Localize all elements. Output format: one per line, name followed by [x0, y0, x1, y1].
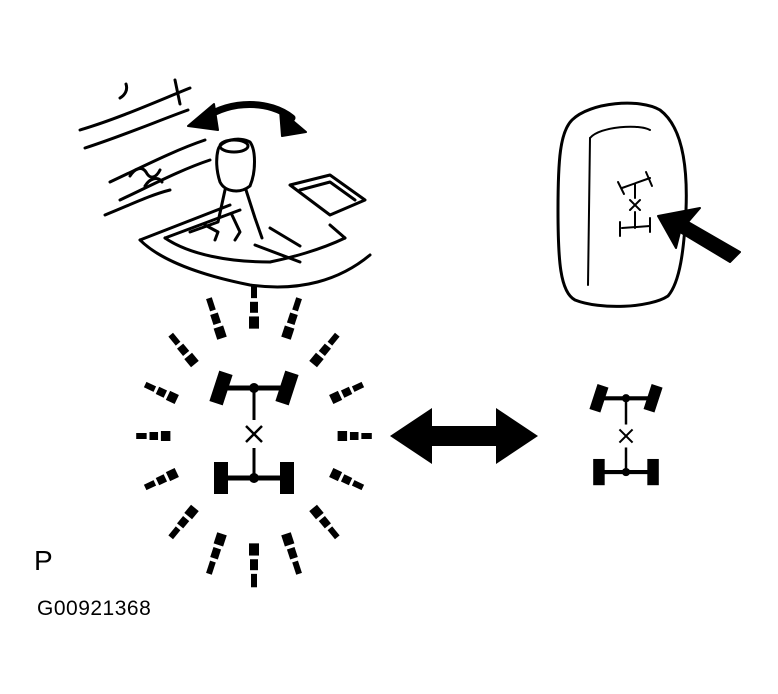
steady-4wd-indicator-icon [589, 384, 663, 486]
4wd-indicator-panel-icon [556, 101, 741, 308]
blink-ray [143, 467, 179, 491]
blink-ray [143, 381, 179, 405]
vehicle-drivetrain-symbol-steady [589, 384, 663, 486]
vehicle-drivetrain-symbol-blinking [209, 370, 299, 494]
blink-rays [136, 284, 372, 588]
blink-ray [281, 297, 302, 340]
blink-ray [309, 332, 340, 368]
blink-ray [206, 532, 227, 575]
blink-ray [329, 467, 365, 491]
blink-ray [329, 381, 365, 405]
position-label: P [34, 545, 53, 576]
double-arrow-icon [390, 408, 538, 464]
blink-ray [168, 504, 199, 540]
transfer-shift-lever-icon [78, 78, 372, 289]
figure-code: G00921368 [37, 597, 152, 620]
blinking-4wd-indicator-icon [136, 284, 372, 588]
blink-ray [168, 332, 199, 368]
blink-ray [206, 297, 227, 340]
blink-ray [309, 504, 340, 540]
pointer-arrow-icon [657, 207, 741, 263]
curved-double-arrow-icon [187, 101, 307, 137]
blink-ray [281, 532, 302, 575]
